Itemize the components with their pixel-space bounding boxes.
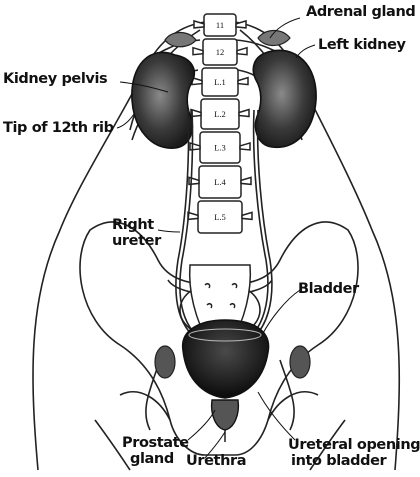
vertebra-process	[241, 177, 251, 184]
right-kidney	[132, 52, 194, 148]
label-right-ureter-1: Right	[112, 218, 154, 233]
vertebra-process	[190, 143, 200, 150]
label-right-ureter-2: ureter	[112, 234, 161, 249]
vertebra-label: L.2	[214, 109, 226, 119]
vertebra-label: 11	[216, 20, 224, 30]
vertebra-process	[240, 143, 250, 150]
left-kidney	[253, 50, 316, 147]
spine: 11 12L.1L.2L.3L.4L.5	[188, 14, 252, 233]
vertebra-label: L.4	[214, 177, 226, 187]
label-bladder: Bladder	[298, 282, 359, 297]
vertebra-process	[238, 78, 248, 85]
vertebra-label: L.1	[214, 77, 226, 87]
label-prostate-1: Prostate	[122, 436, 189, 451]
label-ureteral-opening-2: into bladder	[291, 454, 386, 469]
vertebra-label: L.3	[214, 143, 226, 153]
label-left-kidney: Left kidney	[318, 38, 406, 53]
label-tip-12th-rib: Tip of 12th rib	[3, 121, 114, 136]
vertebra-process	[239, 110, 249, 117]
vertebra-process	[193, 48, 203, 55]
label-adrenal-gland: Adrenal gland	[306, 5, 415, 20]
label-ureteral-opening-1: Ureteral opening	[288, 438, 420, 453]
vertebra-process	[242, 212, 252, 219]
vertebra-label: 12	[216, 47, 225, 57]
label-urethra: Urethra	[186, 454, 246, 469]
label-prostate-2: gland	[130, 452, 174, 467]
vertebra-process	[237, 48, 247, 55]
vertebra-label: L.5	[214, 212, 226, 222]
label-kidney-pelvis: Kidney pelvis	[3, 72, 107, 87]
